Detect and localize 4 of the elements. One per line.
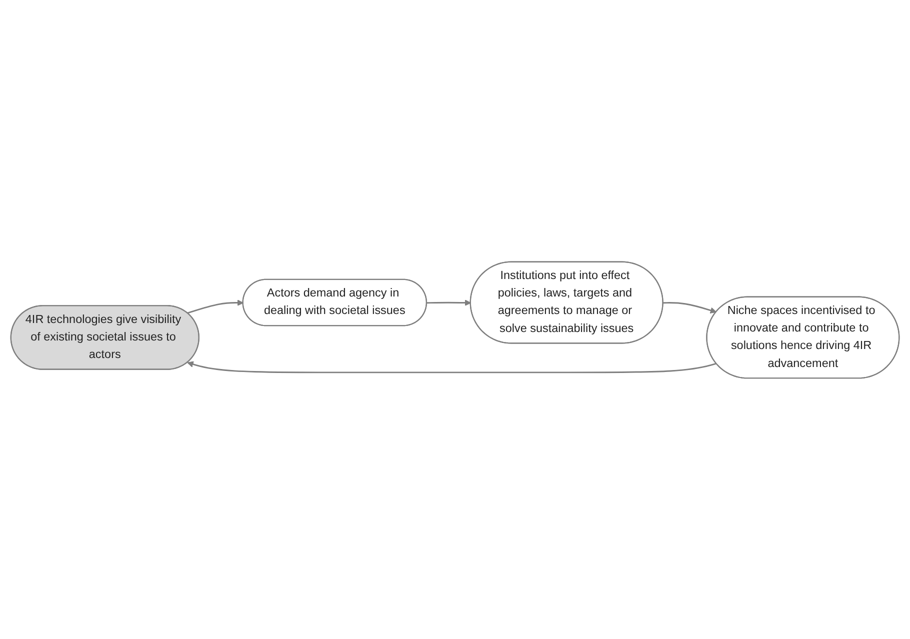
arrow xyxy=(187,299,244,314)
arrow xyxy=(187,360,716,373)
arrow xyxy=(426,299,472,306)
arrow xyxy=(663,302,717,313)
